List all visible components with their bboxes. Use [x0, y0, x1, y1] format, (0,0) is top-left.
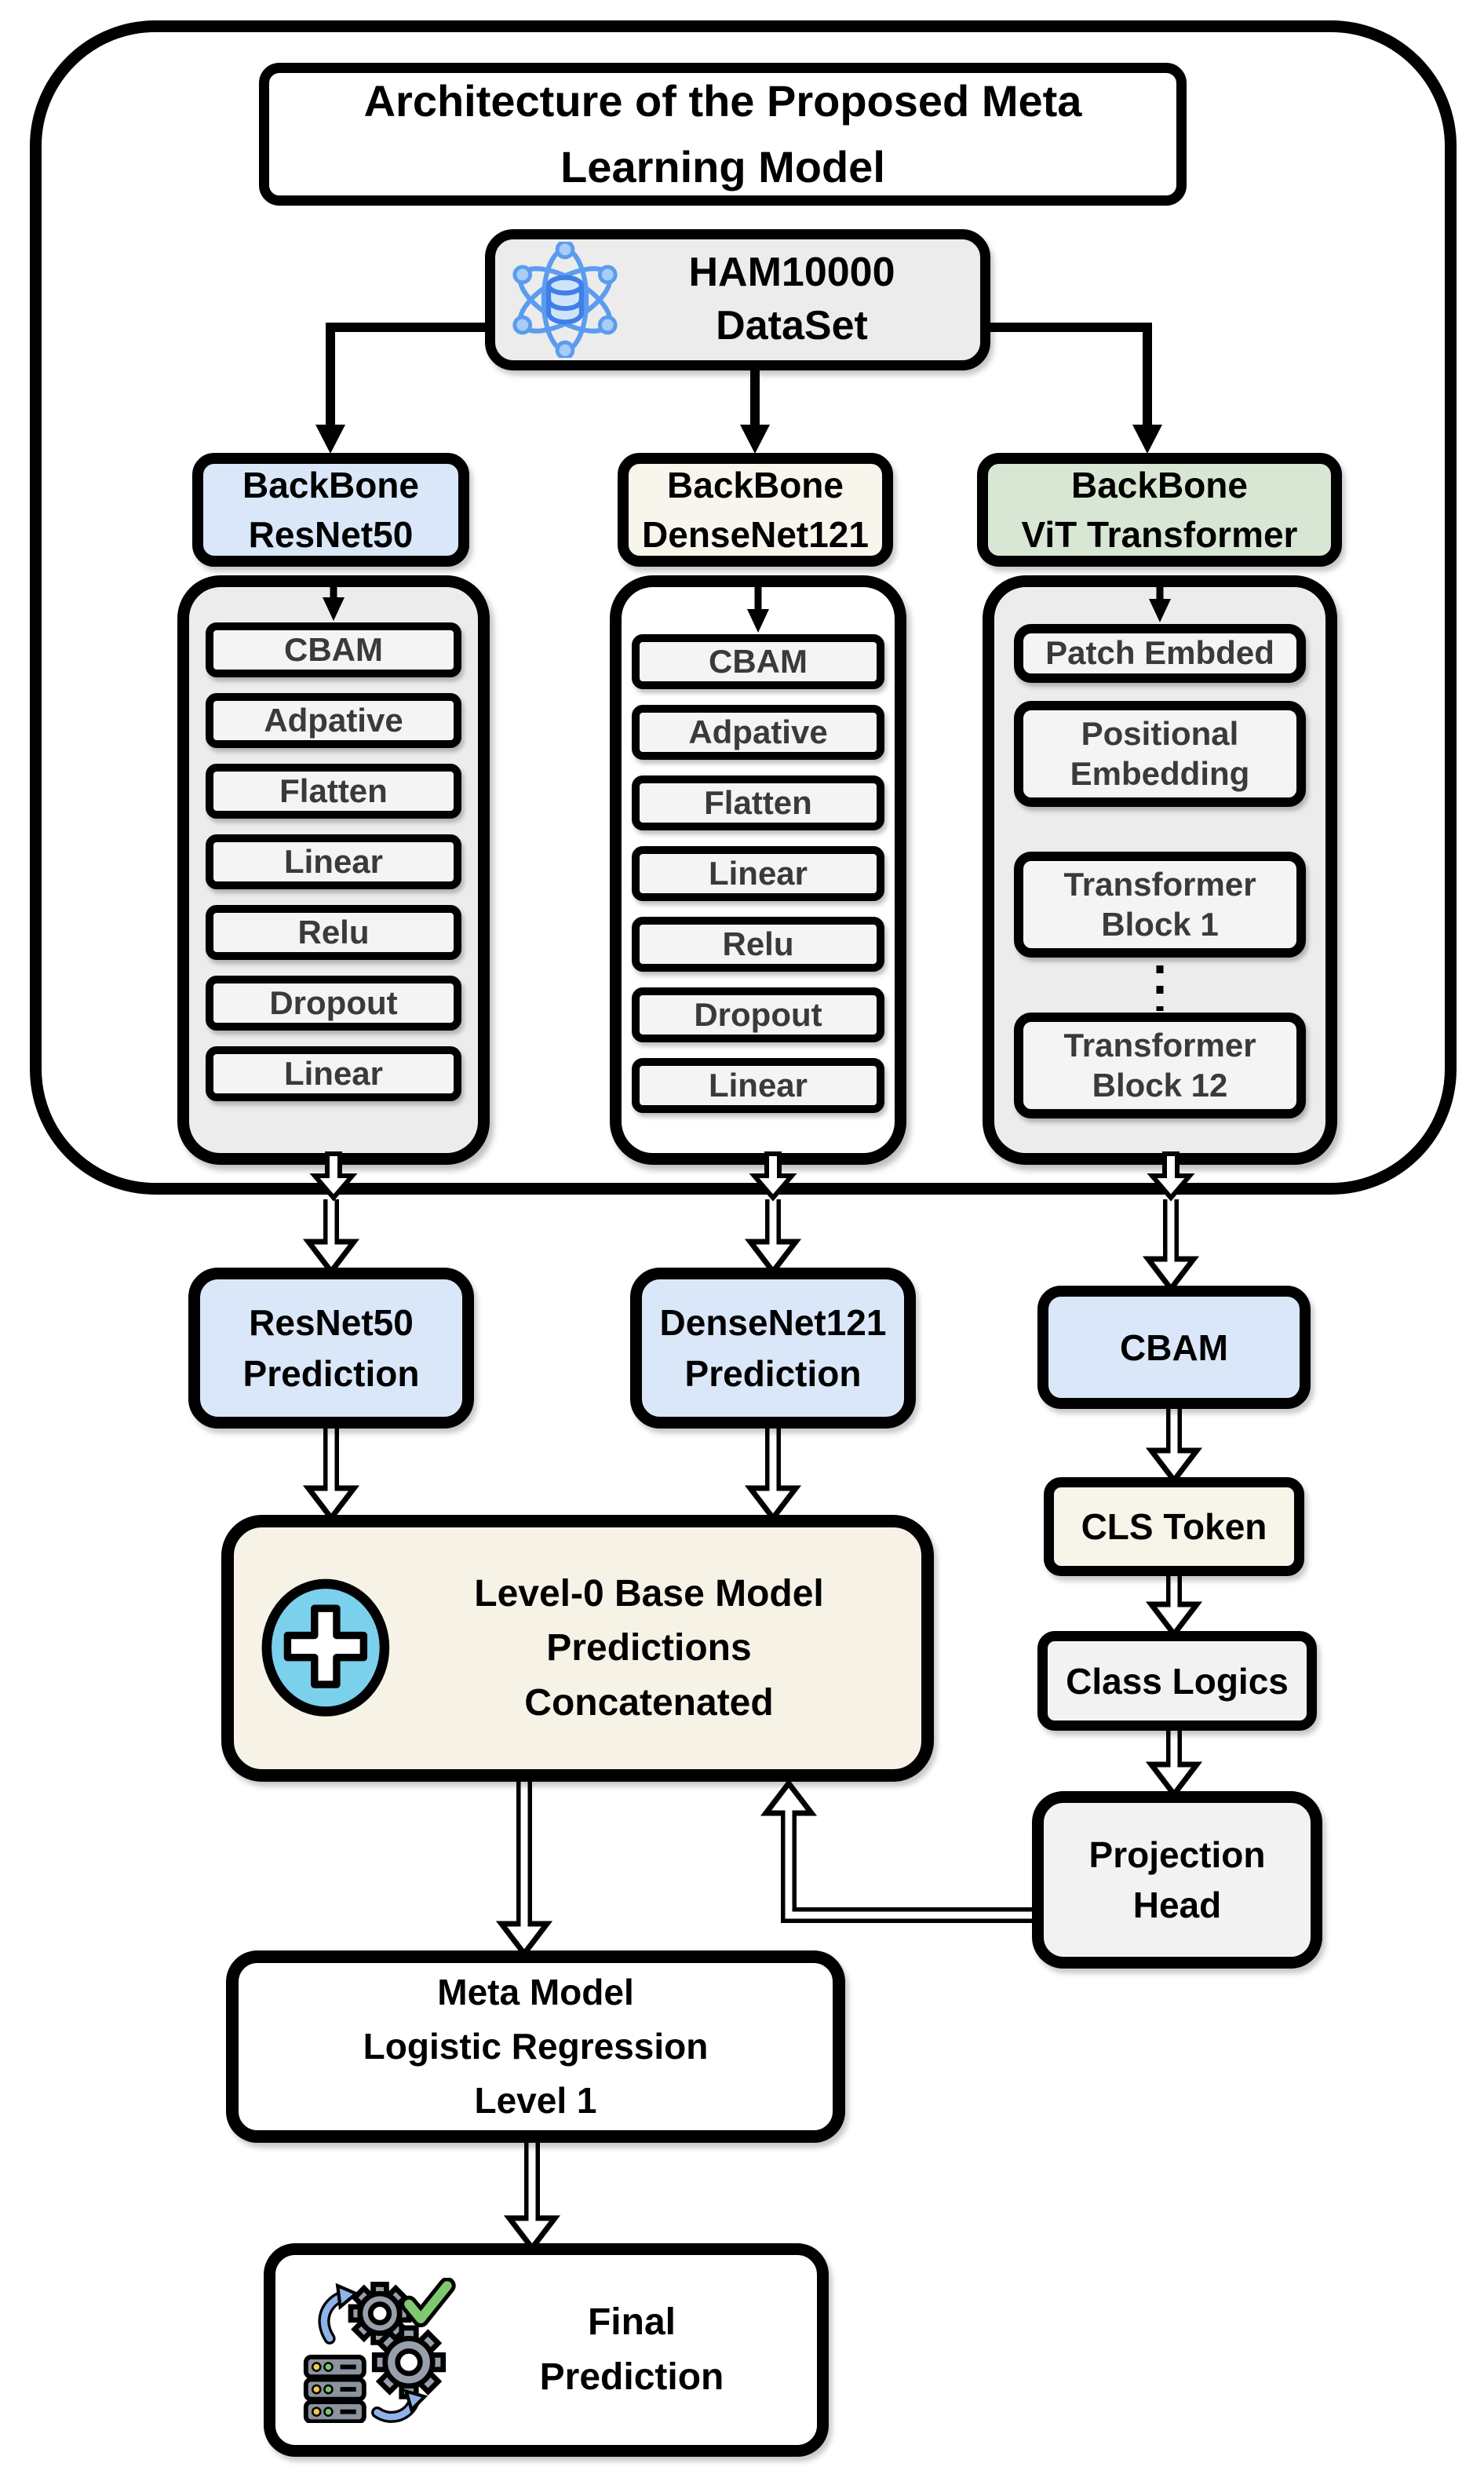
atom-network-icon [511, 242, 619, 358]
cls-to-logics-arrow [1145, 1575, 1203, 1639]
stack-layer: CBAM [632, 634, 884, 689]
final-prediction-label: Final Prediction [539, 2301, 724, 2398]
backbone-densenet121-node: BackBone DenseNet121 [618, 453, 893, 567]
dataset-node: HAM10000 DataSet [485, 229, 990, 370]
fusion-node: Level-0 Base Model Predictions Concatena… [221, 1515, 934, 1782]
class-logics-node: Class Logics [1037, 1631, 1317, 1731]
stack-layer: Transformer Block 12 [1014, 1013, 1306, 1118]
logics-to-projection-arrow [1145, 1729, 1203, 1799]
stack-layer: Positional Embedding [1014, 701, 1306, 807]
stack-layer: CBAM [206, 622, 461, 677]
stack-layer: Relu [632, 917, 884, 972]
stack-layer: Adpative [206, 693, 461, 748]
meta-to-final-arrow [503, 2141, 561, 2253]
densenet121-prediction-node: DenseNet121 Prediction [630, 1268, 916, 1429]
cbam-node: CBAM [1037, 1286, 1311, 1409]
stack-layer: Linear [632, 846, 884, 901]
plus-circle-icon [261, 1577, 396, 1720]
gears-check-icon [297, 2277, 462, 2423]
stack-layer: Flatten [206, 764, 461, 819]
projection-to-fusion-elbow [760, 1779, 1048, 1923]
prediction-to-fusion-arrows [302, 1427, 802, 1523]
stack-layer: Relu [206, 905, 461, 960]
backbone-vit-node: BackBone ViT Transformer [977, 453, 1342, 567]
fusion-to-meta-arrow [495, 1780, 553, 1958]
cbam-to-cls-arrow [1145, 1407, 1203, 1485]
stack-layer: Patch Embded [1014, 624, 1306, 683]
stack-layer: Flatten [632, 775, 884, 830]
meta-model-node: Meta Model Logistic Regression Level 1 [226, 1950, 845, 2143]
stack-layer: Linear [206, 1046, 461, 1101]
stack-layer: Linear [206, 834, 461, 889]
stack-layer: Adpative [632, 705, 884, 760]
cls-token-node: CLS Token [1044, 1477, 1304, 1576]
final-prediction-node: Final Prediction [264, 2243, 829, 2457]
fusion-label: Level-0 Base Model Predictions Concatena… [474, 1572, 824, 1724]
projection-head-node: Projection Head [1032, 1791, 1322, 1969]
page-title: Architecture of the Proposed Meta Learni… [259, 63, 1187, 206]
stack-layer: Transformer Block 1 [1014, 852, 1306, 958]
dataset-label: HAM10000 DataSet [688, 250, 895, 348]
stack-layer: Dropout [206, 976, 461, 1031]
stack-layer: Linear [632, 1058, 884, 1113]
stack-layer: Dropout [632, 987, 884, 1042]
resnet50-prediction-node: ResNet50 Prediction [188, 1268, 474, 1429]
backbone-resnet50-node: BackBone ResNet50 [192, 453, 469, 567]
